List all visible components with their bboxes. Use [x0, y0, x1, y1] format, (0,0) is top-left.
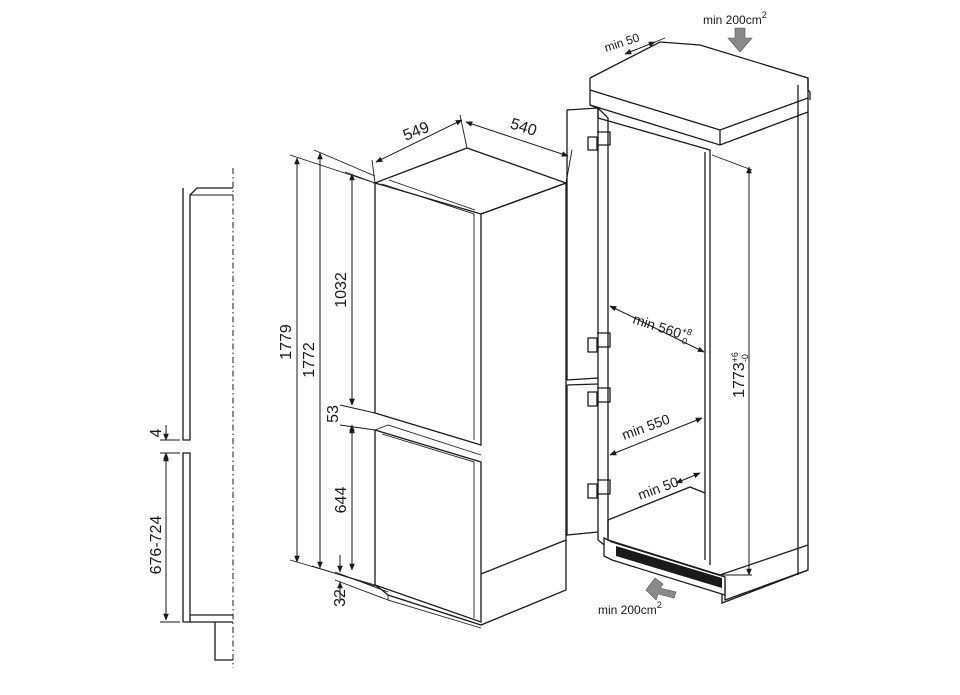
fridge-base [374, 540, 567, 626]
niche-width-label: min 560+8-0 [630, 310, 693, 348]
niche-top [589, 41, 811, 100]
refrigerator [372, 147, 568, 629]
height-total-label: 1779 [278, 324, 295, 360]
hinge-icon [587, 479, 611, 499]
top-airflow-arrow-icon [727, 27, 753, 53]
door-gap-label: 4 [148, 428, 165, 437]
niche-side [721, 78, 809, 604]
open-door-lower [566, 385, 599, 536]
top-gap-label: min 50 [603, 30, 642, 55]
plinth [214, 622, 233, 661]
fridge-top [372, 147, 568, 215]
depth-label: 549 [401, 119, 432, 145]
door-gap-53-label: 53 [325, 405, 342, 423]
bottom-airflow-arrow-icon [645, 577, 677, 601]
rear-gap-label: min 50 [636, 473, 681, 502]
base-label: 32 [332, 589, 349, 607]
hinge-icon [587, 387, 611, 407]
hinge-icon [587, 131, 611, 151]
lower-cabinet-door [182, 452, 191, 623]
height-body-label: 1772 [301, 342, 318, 378]
width-label: 540 [508, 116, 539, 140]
upper-door [374, 183, 482, 446]
fridge-side [480, 182, 567, 575]
bottom-vent-label: min 200cm2 [598, 600, 662, 617]
lower-door-label: 644 [333, 487, 350, 514]
cabinet-door-section-detail: 4 676-724 [148, 168, 234, 668]
niche-depth-label: min 550 [620, 411, 672, 443]
top-vent-label: min 200cm2 [703, 10, 767, 27]
open-door-upper [597, 106, 609, 550]
niche-cabinet [566, 41, 811, 604]
niche-height-label: 1773+6-0 [730, 352, 750, 398]
fridge-dimensions: 1779 1772 1032 53 644 32 549 540 [278, 114, 573, 607]
door-height-label: 676-724 [148, 516, 165, 575]
bottom-vent-grille [616, 546, 722, 588]
upper-door-label: 1032 [333, 272, 350, 308]
hinge-icons [587, 131, 611, 499]
hinge-icon [587, 332, 611, 353]
lower-door [374, 429, 482, 623]
niche-dimensions: min 50 min 200cm2 min 560+8-0 min 550 mi… [598, 10, 767, 617]
upper-cabinet-door [182, 187, 233, 441]
